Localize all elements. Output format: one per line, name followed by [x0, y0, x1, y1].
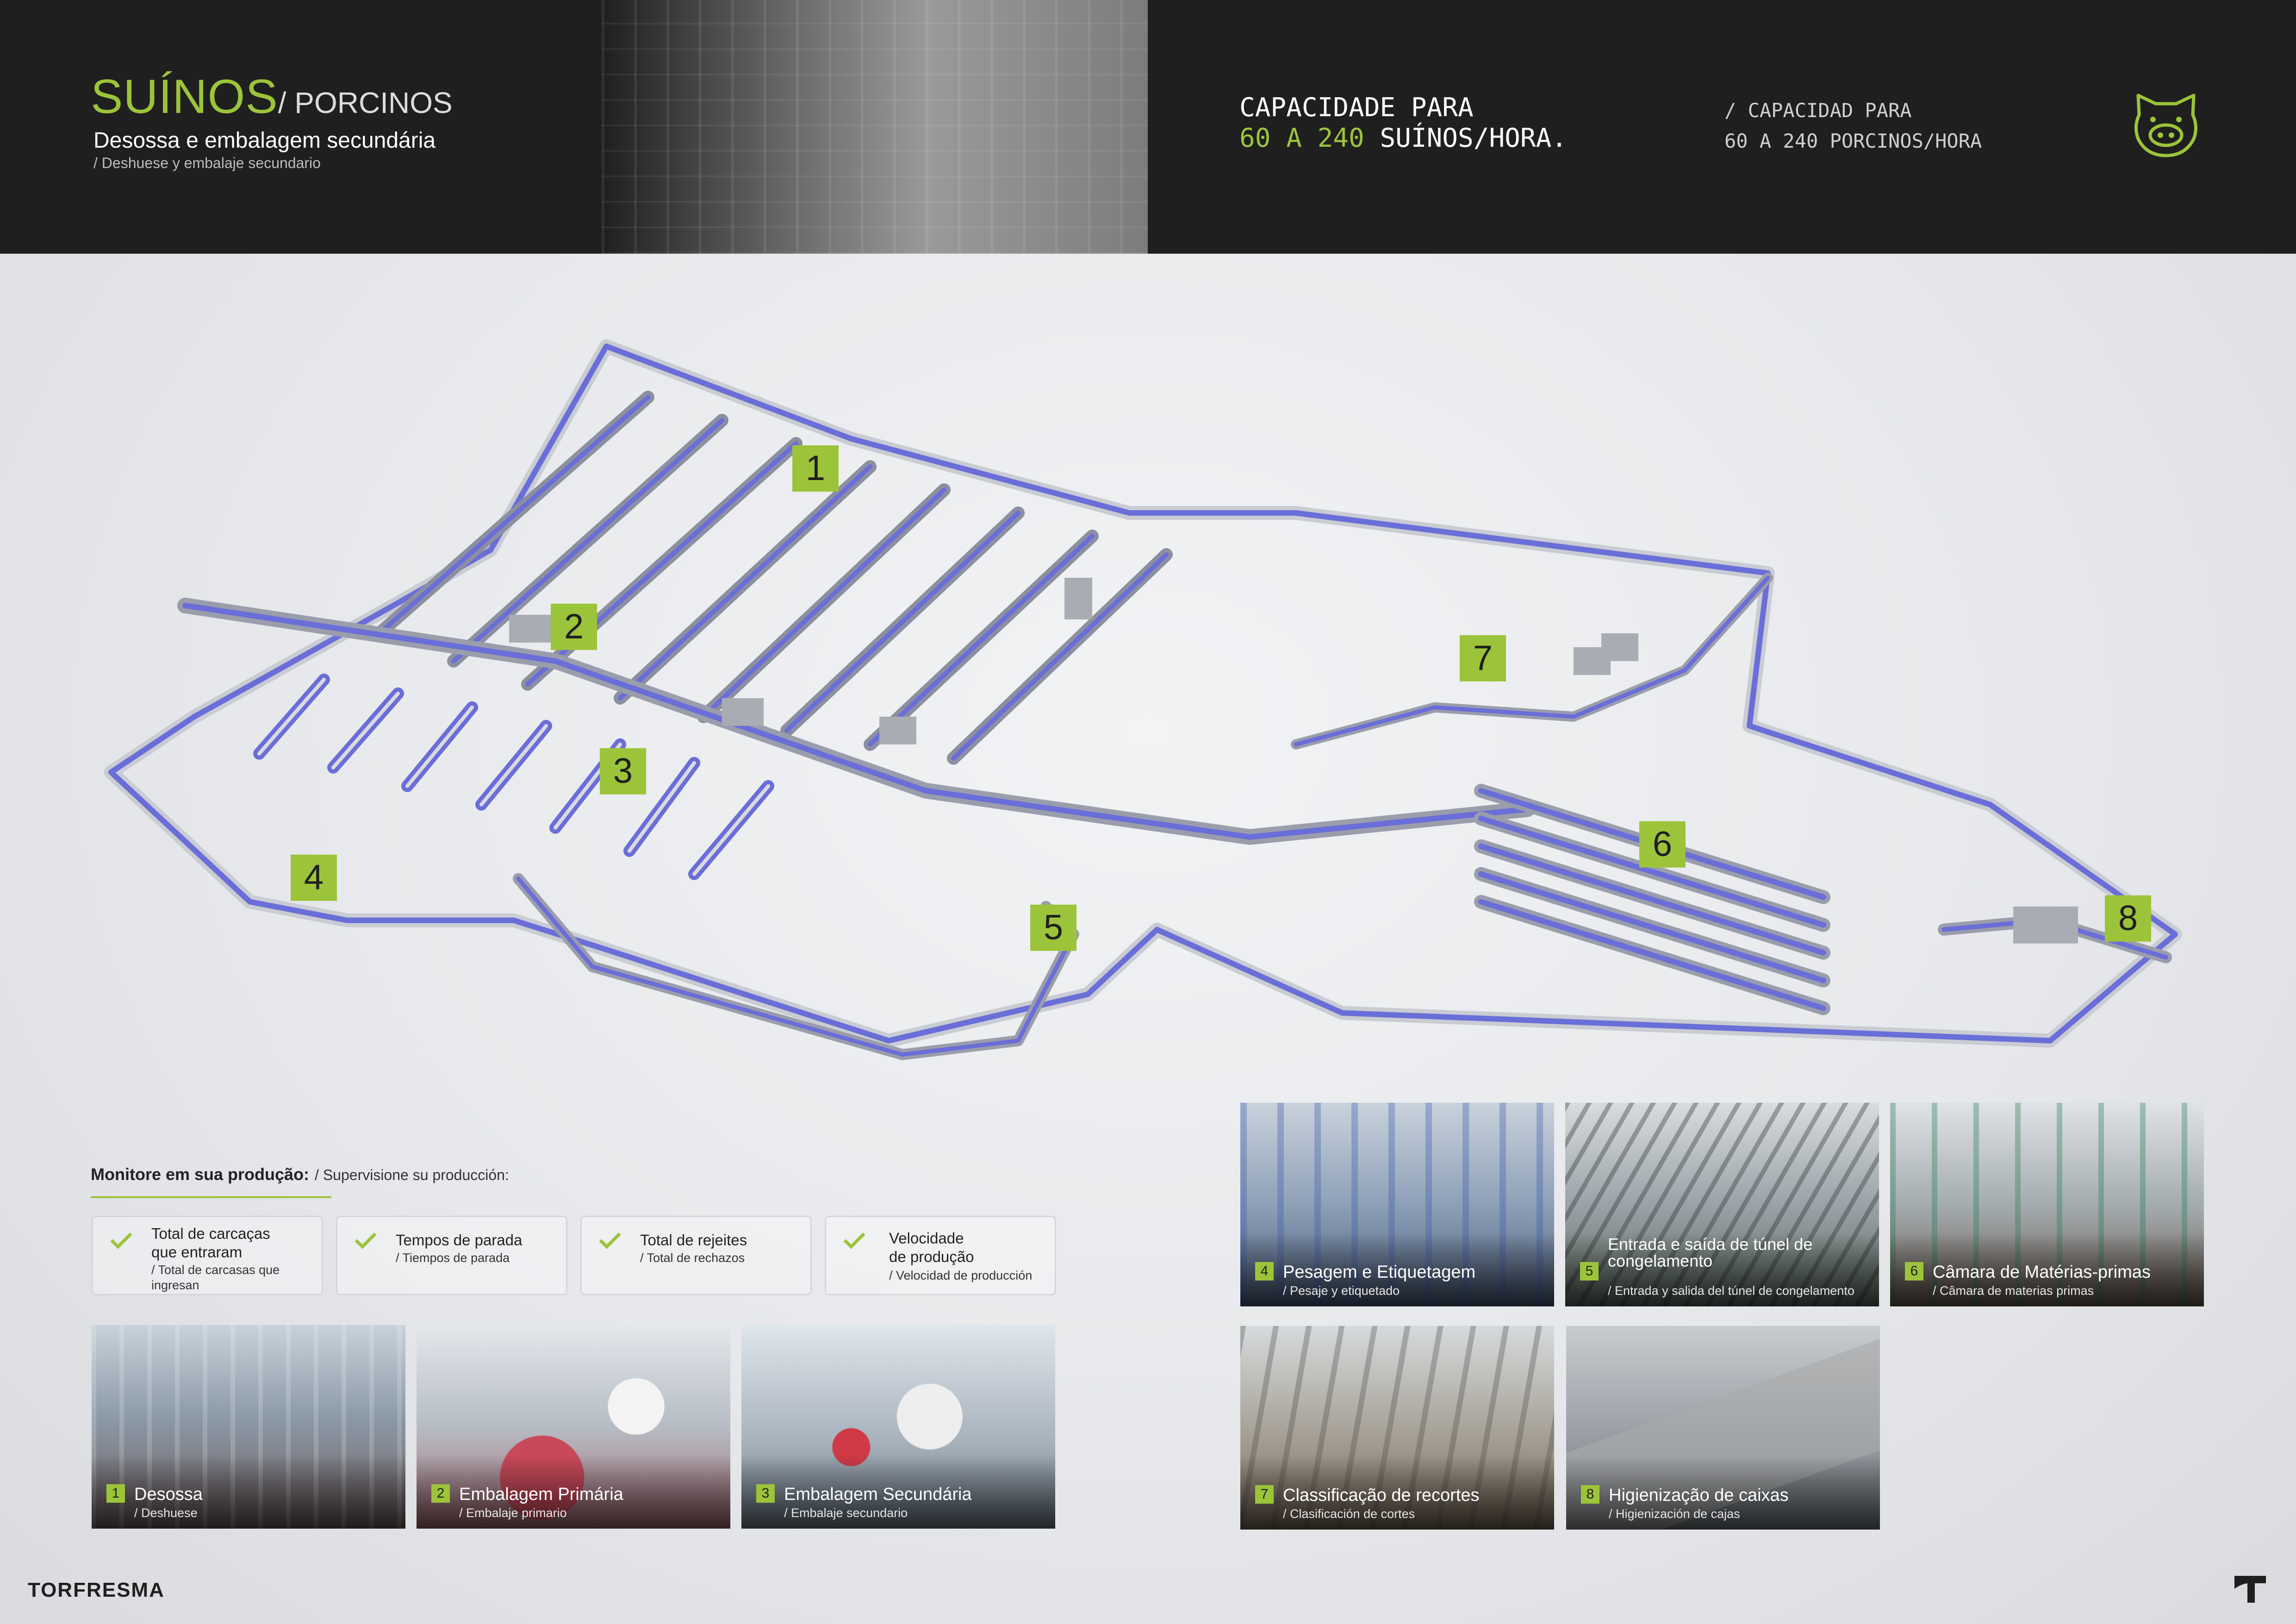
monitor-title-es: / Supervisione su producción: [315, 1167, 509, 1183]
check-icon [110, 1232, 132, 1249]
photo-subtitle: / Pesaje y etiquetado [1283, 1284, 1400, 1298]
photo-card-cut-classification: 7 Classificação de recortes / Clasificac… [1240, 1326, 1554, 1530]
marker-1: 1 [792, 445, 839, 492]
header-banner: SUÍNOS/ PORCINOS Desossa e embalagem sec… [0, 0, 2296, 254]
photo-number: 5 [1580, 1262, 1599, 1280]
photo-number: 6 [1905, 1262, 1923, 1280]
photo-title: Pesagem e Etiquetagem [1283, 1262, 1476, 1282]
photo-card-freezing-tunnel: 5 Entrada e saída de túnel de congelamen… [1565, 1103, 1879, 1306]
monitor-heading: Monitore em sua produção: / Supervisione … [91, 1165, 509, 1184]
marker-3: 3 [600, 748, 646, 794]
check-icon [599, 1232, 621, 1249]
photo-subtitle: / Higienización de cajas [1609, 1507, 1740, 1521]
photo-number: 4 [1255, 1262, 1274, 1280]
photo-title: Classificação de recortes [1283, 1486, 1480, 1505]
photo-title: Higienização de caixas [1609, 1486, 1789, 1505]
marker-8: 8 [2105, 895, 2151, 942]
photo-card-raw-material-chamber: 6 Câmara de Matérias-primas / Câmara de … [1890, 1103, 2204, 1306]
kpi-label-pt: Tempos de parada [396, 1231, 523, 1249]
capacity-pt-line1: CAPACIDADE PARA [1239, 93, 1474, 123]
photo-card-deboning: 1 Desossa / Deshuese [92, 1325, 405, 1529]
kpi-label-pt: Total de rejeites [640, 1231, 747, 1249]
kpi-card-carcasses: Total de carcaças que entraram / Total d… [92, 1216, 323, 1295]
subtitle-es: / Deshuese y embalaje secundario [93, 155, 321, 171]
capacity-es: / CAPACIDAD PARA 60 A 240 PORCINOS/HORA [1724, 95, 1982, 156]
kpi-card-downtime: Tempos de parada / Tiempos de parada [336, 1216, 567, 1295]
photo-card-box-washing: 8 Higienização de caixas / Higienización… [1566, 1326, 1880, 1530]
conveyor-network [104, 339, 2182, 1060]
photo-title: Câmara de Matérias-primas [1933, 1262, 2151, 1282]
kpi-card-speed: Velocidade de produção / Velocidad de pr… [825, 1216, 1056, 1295]
marker-7: 7 [1460, 635, 1506, 681]
capacity-es-line1: / CAPACIDAD PARA [1724, 99, 1912, 122]
title-sub: / PORCINOS [278, 86, 453, 119]
photo-number: 1 [106, 1484, 125, 1503]
page-title: SUÍNOS/ PORCINOS [91, 69, 453, 125]
check-icon [355, 1232, 377, 1249]
brand-mark-icon [2234, 1576, 2266, 1603]
photo-number: 3 [756, 1484, 775, 1503]
kpi-label-es: / Total de rechazos [640, 1251, 745, 1265]
kpi-label-es: / Tiempos de parada [396, 1251, 510, 1265]
capacity-pt: CAPACIDADE PARA 60 A 240 SUÍNOS/HORA. [1239, 93, 1567, 154]
photo-subtitle: / Deshuese [134, 1506, 198, 1520]
photo-subtitle: / Embalaje primario [459, 1506, 567, 1520]
header-factory-photo [602, 0, 1148, 254]
kpi-label-pt: Velocidade de produção [889, 1230, 974, 1265]
photo-subtitle: / Câmara de materias primas [1933, 1284, 2094, 1298]
photo-subtitle: / Entrada y salida del túnel de congelam… [1608, 1284, 1854, 1298]
capacity-pt-unit: SUÍNOS/HORA. [1380, 123, 1568, 153]
photo-card-secondary-packaging: 3 Embalagem Secundária / Embalaje secund… [741, 1325, 1055, 1529]
photo-title: Desossa [134, 1485, 203, 1504]
kpi-label-es: / Velocidad de producción [889, 1268, 1033, 1282]
title-main: SUÍNOS [91, 70, 278, 124]
kpi-label-pt: Total de carcaças que entraram [151, 1225, 270, 1261]
marker-6: 6 [1639, 821, 1686, 868]
photo-subtitle: / Embalaje secundario [784, 1506, 908, 1520]
plant-layout-diagram [104, 339, 2182, 1060]
subtitle-pt: Desossa e embalagem secundária [93, 128, 436, 153]
photo-card-primary-packaging: 2 Embalagem Primária / Embalaje primario [417, 1325, 730, 1529]
capacity-pt-range: 60 A 240 [1239, 123, 1364, 153]
photo-title: Embalagem Secundária [784, 1485, 972, 1504]
photo-number: 7 [1255, 1485, 1274, 1504]
photo-title: Entrada e saída de túnel de congelamento [1608, 1235, 1813, 1270]
pig-icon [2134, 94, 2197, 157]
marker-4: 4 [291, 855, 337, 901]
photo-subtitle: / Clasificación de cortes [1283, 1507, 1415, 1521]
marker-2: 2 [551, 604, 597, 650]
photo-title: Embalagem Primária [459, 1485, 623, 1504]
kpi-card-rejects: Total de rejeites / Total de rechazos [580, 1216, 812, 1295]
check-icon [843, 1232, 865, 1249]
photo-number: 8 [1581, 1485, 1599, 1504]
photo-card-weighing-labeling: 4 Pesagem e Etiquetagem / Pesaje y etiqu… [1240, 1103, 1554, 1306]
equipment-blocks [509, 578, 2078, 943]
monitor-title-pt: Monitore em sua produção: [91, 1165, 310, 1184]
marker-5: 5 [1030, 905, 1076, 951]
capacity-es-line2: 60 A 240 PORCINOS/HORA [1724, 130, 1982, 152]
brand-logo: TORFRESMA [28, 1579, 165, 1601]
monitor-underline [91, 1196, 331, 1198]
kpi-label-es: / Total de carcasas que ingresan [151, 1263, 280, 1292]
photo-number: 2 [431, 1484, 450, 1503]
